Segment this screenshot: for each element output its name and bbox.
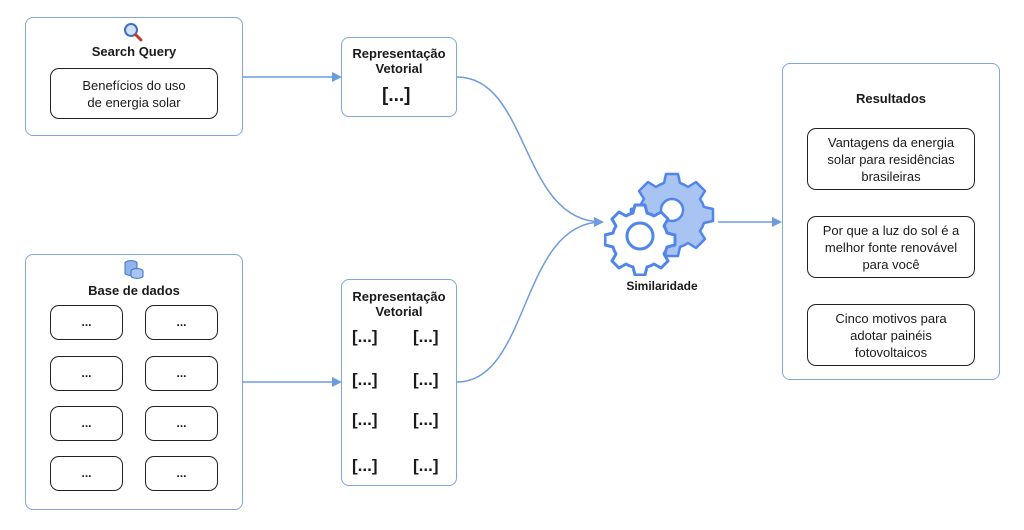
db-vector: [...] xyxy=(352,370,378,389)
vector-title-line-2: Vetorial xyxy=(375,61,423,76)
db-vector: [...] xyxy=(413,370,439,389)
db-vector: [...] xyxy=(413,327,439,346)
db-record: ... xyxy=(145,456,218,491)
db-record: ... xyxy=(145,305,218,340)
result-line: fotovoltaicos xyxy=(854,344,928,360)
curve-bottom-vector-to-similarity xyxy=(456,221,603,383)
results-panel: Resultados Vantagens da energia solar pa… xyxy=(782,63,1000,380)
result-item: Vantagens da energia solar para residênc… xyxy=(807,128,975,190)
search-query-title: Search Query xyxy=(91,44,177,59)
db-vector: [...] xyxy=(352,327,378,346)
gears-icon xyxy=(604,172,715,276)
result-line: melhor fonte renovável xyxy=(824,239,958,255)
vector-title-line-1: Representação xyxy=(352,46,446,61)
database-panel: Base de dados ... ... ... ... ... ... ..… xyxy=(25,254,243,510)
db-record: ... xyxy=(145,406,218,441)
results-title: Resultados xyxy=(855,91,927,106)
curve-top-vector-to-similarity xyxy=(456,76,604,227)
result-line: Por que a luz do sol é a xyxy=(822,222,960,238)
db-record: ... xyxy=(50,456,123,491)
vector-title-line-2: Vetorial xyxy=(375,304,423,319)
db-record: ... xyxy=(50,305,123,340)
query-vector: [...] xyxy=(382,85,411,106)
result-item: Cinco motivos para adotar painéis fotovo… xyxy=(807,304,975,366)
db-vector: [...] xyxy=(413,410,439,429)
result-item: Por que a luz do sol é a melhor fonte re… xyxy=(807,216,975,278)
search-query-text: Benefícios do uso de energia solar xyxy=(50,68,218,119)
result-line: brasileiras xyxy=(861,168,921,184)
similarity-label: Similaridade xyxy=(626,279,698,293)
database-title: Base de dados xyxy=(88,283,180,298)
result-line: adotar painéis xyxy=(850,327,932,343)
db-vector: [...] xyxy=(413,456,439,475)
vector-title-line-1: Representação xyxy=(352,289,446,304)
vector-panel-database: Representação Vetorial [...] [...] [...]… xyxy=(341,279,457,486)
query-line-2: de energia solar xyxy=(87,94,181,110)
result-line: Vantagens da energia xyxy=(827,134,955,150)
result-line: Cinco motivos para xyxy=(835,310,947,326)
db-record: ... xyxy=(145,356,218,391)
db-record: ... xyxy=(50,406,123,441)
query-line-1: Benefícios do uso xyxy=(82,77,186,93)
db-record: ... xyxy=(50,356,123,391)
result-line: solar para residências xyxy=(827,151,955,167)
search-query-panel: Search Query Benefícios do uso de energi… xyxy=(25,17,243,136)
result-line: para você xyxy=(862,256,920,272)
search-icon xyxy=(124,23,143,42)
db-vector: [...] xyxy=(352,410,378,429)
db-vector: [...] xyxy=(352,456,378,475)
database-icon xyxy=(124,260,144,279)
vector-panel-query: Representação Vetorial [...] xyxy=(341,37,457,117)
